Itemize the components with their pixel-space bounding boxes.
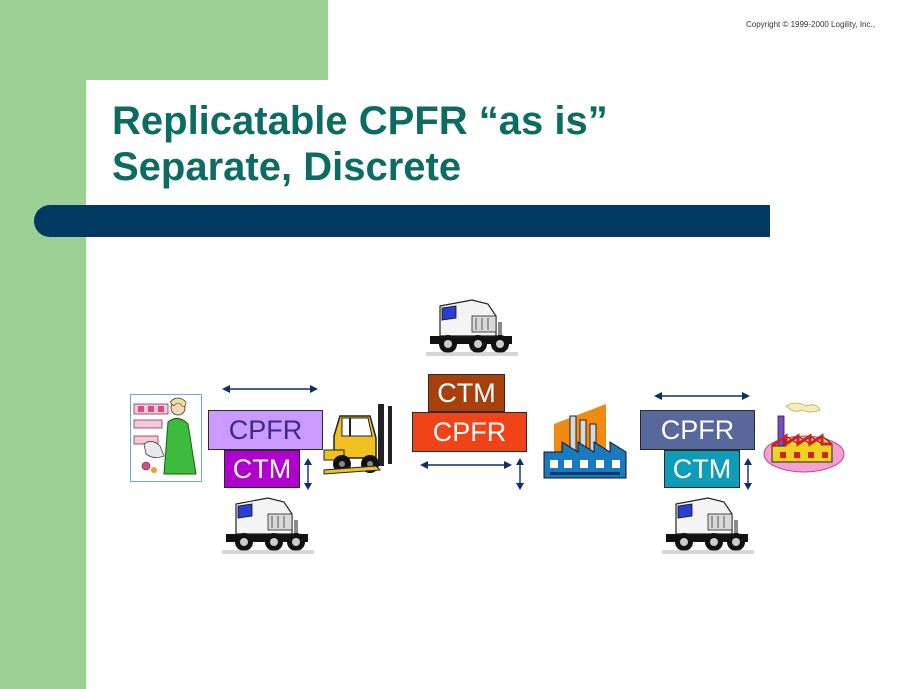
copyright-notice: Copyright © 1999-2000 Logility, Inc., (746, 20, 875, 29)
title-line-1: Replicatable CPFR “as is” (112, 99, 608, 143)
green-top-bar (0, 0, 328, 80)
left-ctm-box: CTM (224, 450, 300, 488)
truck-icon (426, 299, 518, 356)
right-cpfr-box: CPFR (640, 410, 755, 450)
shopper-icon (130, 394, 202, 482)
horizontal-arrow-icon (420, 461, 512, 469)
left-cpfr-box: CPFR (208, 410, 323, 450)
right-ctm-box: CTM (664, 450, 740, 488)
title-line-2: Separate, Discrete (112, 145, 462, 189)
horizontal-arrow-icon (222, 385, 318, 393)
vertical-arrow-icon (516, 458, 524, 490)
vertical-arrow-icon (744, 458, 752, 490)
forklift-icon (323, 404, 392, 475)
truck-icon (662, 497, 754, 554)
vertical-arrow-icon (304, 458, 312, 490)
center-ctm-box: CTM (428, 374, 505, 412)
title-divider-bar (34, 205, 770, 237)
truck-icon (222, 497, 314, 554)
green-side-bar (0, 0, 86, 689)
center-cpfr-box: CPFR (412, 412, 527, 452)
factory-icon (763, 402, 845, 473)
manufacturing-plant-icon (543, 404, 627, 479)
horizontal-arrow-icon (654, 392, 750, 400)
slide-title: Replicatable CPFR “as is” Separate, Disc… (112, 98, 608, 190)
